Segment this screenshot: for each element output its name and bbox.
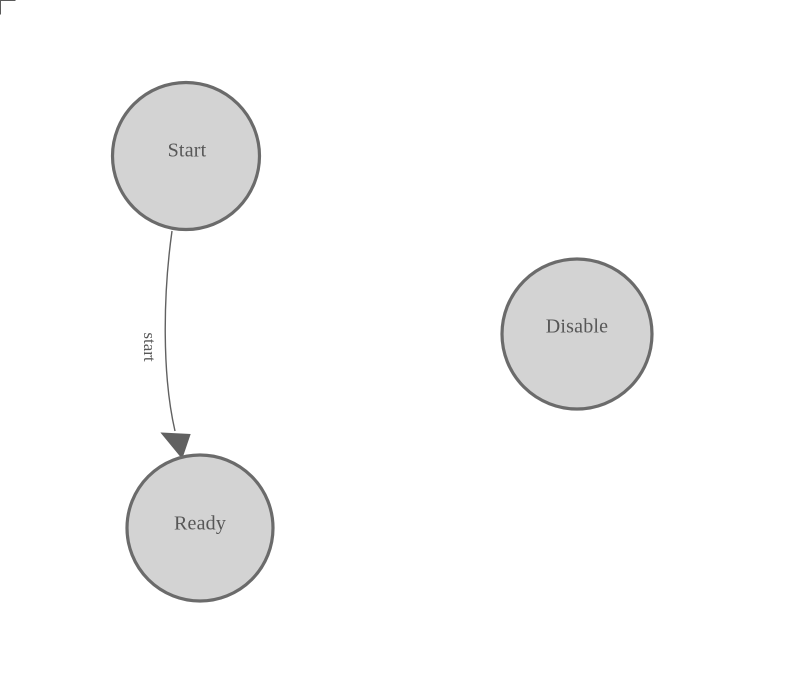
edge-arrowhead-icon (160, 432, 191, 460)
edge-path[interactable] (164, 230, 176, 432)
state-node-start[interactable] (110, 80, 262, 232)
transition-edge-start-to-ready[interactable] (160, 230, 191, 460)
state-node-disable[interactable] (500, 257, 654, 411)
state-node-ready[interactable] (125, 453, 275, 603)
canvas-origin-marker (0, 0, 16, 15)
